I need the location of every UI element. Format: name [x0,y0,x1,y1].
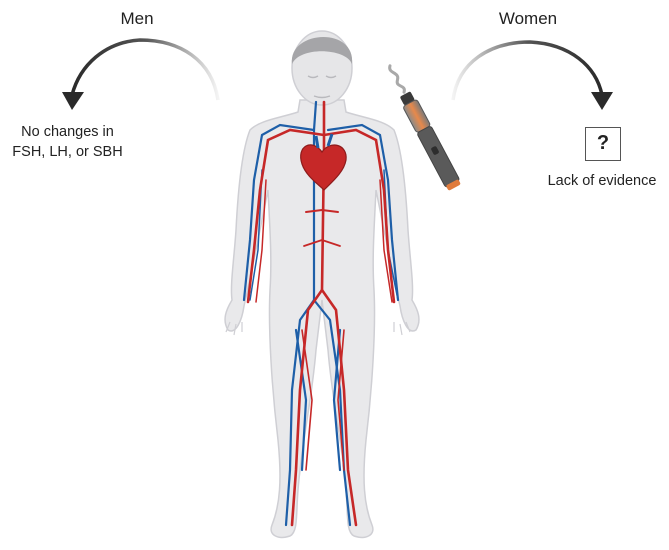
curved-arrow-left [62,40,218,110]
men-effect-line2: FSH, LH, or SBH [12,144,122,160]
men-title: Men [92,8,182,31]
men-effect-text: No changes in FSH, LH, or SBH [0,123,135,162]
curved-arrow-right [453,42,613,110]
question-mark-box: ? [585,127,621,161]
men-effect-line1: No changes in [21,124,114,140]
women-title: Women [478,8,578,31]
women-effect-text: Lack of evidence [535,172,669,192]
human-body-illustration [225,31,419,537]
